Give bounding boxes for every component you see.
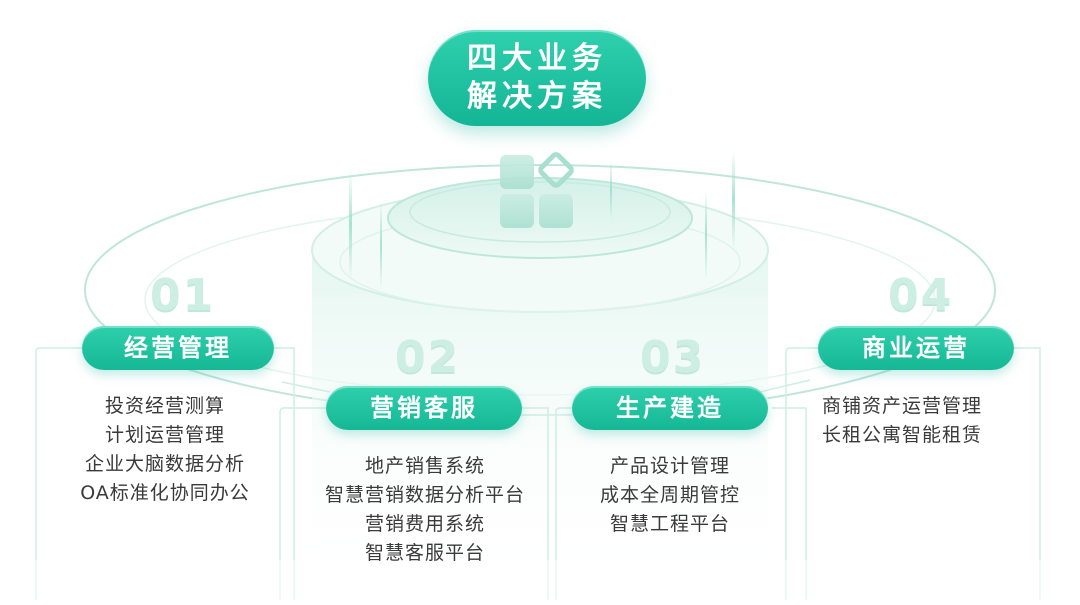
list-item: 计划运营管理 [104,424,225,446]
section-label-02: 营销客服 [326,386,522,430]
frame-03 [555,407,574,600]
section-label-01: 经营管理 [82,326,274,370]
section-number-01: 01 [150,270,216,321]
pedestal-body [312,250,768,600]
list-item: 产品设计管理 [609,455,730,477]
list-item: 成本全周期管控 [599,484,740,506]
section-items-01: 投资经营测算 计划运营管理 企业大脑数据分析 OA标准化协同办公 [60,392,270,508]
list-item: 营销费用系统 [364,513,485,535]
title-line-2: 解决方案 [467,79,607,114]
title-line-1: 四大业务 [467,41,607,76]
list-item: 智慧营销数据分析平台 [324,484,525,506]
section-number-03: 03 [640,332,706,383]
frame-04 [785,347,822,600]
list-item: 长租公寓智能租赁 [822,424,983,446]
section-label-04: 商业运营 [818,326,1014,370]
grid-diamond-icon [500,152,574,228]
section-number-02: 02 [395,332,461,383]
list-item: 投资经营测算 [104,395,225,417]
list-item: 企业大脑数据分析 [84,453,245,475]
section-items-03: 产品设计管理 成本全周期管控 智慧工程平台 [572,452,768,539]
section-items-02: 地产销售系统 智慧营销数据分析平台 营销费用系统 智慧客服平台 [300,452,550,568]
section-items-04: 商铺资产运营管理 长租公寓智能租赁 [822,392,1032,450]
list-item: 商铺资产运营管理 [822,395,983,417]
list-item: 智慧工程平台 [609,513,730,535]
section-number-04: 04 [888,270,954,321]
frame-01 [35,347,92,600]
frame-02 [279,407,330,600]
list-item: 智慧客服平台 [364,542,485,564]
list-item: 地产销售系统 [364,455,485,477]
section-label-03: 生产建造 [572,386,768,430]
list-item: OA标准化协同办公 [80,482,250,504]
title-badge: 四大业务 解决方案 [428,30,646,126]
